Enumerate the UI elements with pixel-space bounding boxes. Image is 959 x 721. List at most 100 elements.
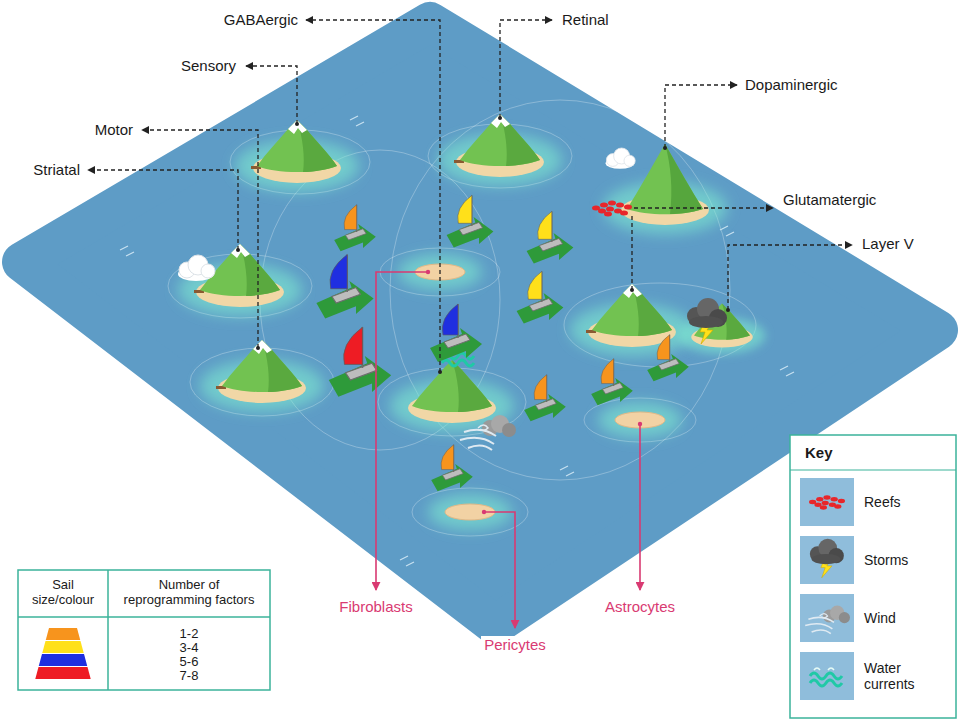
storm — [687, 298, 727, 344]
cloud — [178, 255, 215, 281]
source-leaders — [376, 272, 640, 628]
wave-marks — [406, 562, 414, 566]
wave-marks — [780, 366, 788, 370]
depth-contours — [390, 100, 730, 480]
key-box — [800, 652, 854, 700]
factor-count: 7-8 — [180, 669, 199, 684]
leader-line — [665, 85, 737, 148]
leader-line — [88, 170, 238, 250]
dopaminergic-island — [603, 144, 727, 234]
boat — [430, 304, 482, 362]
leader-dots — [438, 370, 442, 374]
sensory-island — [235, 120, 359, 192]
neuron-type-label: Glutamatergic — [783, 191, 876, 208]
leader-line — [500, 20, 552, 118]
neuron-type-label: GABAergic — [224, 11, 298, 28]
table-header: Sail size/colour — [23, 578, 103, 608]
wave-marks — [350, 116, 358, 120]
boat — [517, 271, 564, 323]
neuron-type-label: Dopaminergic — [745, 76, 838, 93]
wind-icon — [805, 606, 850, 634]
boat — [431, 445, 473, 491]
key-box — [800, 594, 854, 642]
wind — [460, 415, 516, 450]
wave-marks — [356, 122, 364, 126]
leader-line — [306, 20, 440, 372]
leader-line — [484, 512, 515, 628]
key-item: Reefs — [864, 494, 948, 510]
water-current-icon — [810, 668, 842, 686]
sail-legend-table — [18, 570, 270, 690]
key-heading: Key — [805, 444, 833, 461]
wave-marks — [126, 252, 134, 256]
factor-count: 3-4 — [180, 641, 199, 656]
leader-dots — [236, 116, 730, 374]
leader-dots — [426, 270, 642, 514]
leader-line — [142, 130, 258, 348]
key-box — [800, 478, 854, 526]
leader-line — [376, 272, 428, 590]
boat — [527, 211, 574, 263]
wave-marks — [786, 372, 794, 376]
boat — [524, 375, 566, 421]
reef — [592, 201, 632, 217]
key-box — [800, 536, 854, 584]
wave-marks — [566, 472, 574, 476]
boat — [334, 205, 376, 251]
wave-marks — [560, 466, 568, 470]
sail-legend-table — [18, 616, 270, 618]
boat — [329, 327, 391, 397]
leader-line — [634, 207, 773, 208]
wave-marks — [726, 232, 734, 236]
source-cell-label: Astrocytes — [602, 598, 678, 615]
neuron-type-label: Motor — [95, 121, 133, 138]
wave-marks — [120, 246, 128, 250]
key-item: Storms — [864, 552, 948, 568]
glutamatergic-island — [570, 284, 694, 356]
leader-line — [246, 66, 297, 124]
leader-dots — [482, 510, 486, 514]
wave-marks — [120, 116, 794, 566]
retinal-island — [438, 114, 562, 186]
leader-lines — [88, 20, 852, 372]
leader-dots — [663, 146, 667, 150]
wave-marks — [400, 556, 408, 560]
boat — [447, 195, 494, 247]
table-header: Number of reprogramming factors — [114, 578, 264, 608]
leader-line — [639, 424, 641, 590]
leader-dots — [726, 308, 730, 312]
wave-marks — [720, 226, 728, 230]
leader-line — [631, 216, 632, 290]
sail-swatch — [35, 667, 91, 679]
neuron-type-label: Layer V — [862, 235, 914, 252]
key-box — [790, 435, 956, 718]
leader-dots — [236, 248, 240, 252]
key-item: Water currents — [864, 660, 944, 692]
reef-icon — [809, 495, 845, 509]
key-item: Wind — [864, 610, 948, 626]
neuron-type-label: Sensory — [181, 57, 236, 74]
source-cell-label: Pericytes — [481, 636, 549, 653]
neuron-type-label: Striatal — [33, 161, 80, 178]
boat — [316, 255, 373, 319]
factor-count: 1-2 — [180, 627, 199, 642]
leader-dots — [638, 422, 642, 426]
sail-legend-table — [18, 570, 270, 690]
leader-dots — [498, 116, 502, 120]
sail-swatch — [35, 654, 91, 666]
key-box — [790, 435, 956, 718]
cloud — [606, 148, 636, 169]
leader-line — [728, 245, 852, 310]
source-cell-label: Fibroblasts — [336, 598, 415, 615]
neuron-type-label: Retinal — [562, 11, 609, 28]
leader-dots — [256, 346, 260, 350]
depth-contours — [168, 100, 756, 536]
leader-dots — [295, 122, 299, 126]
striatal-island — [178, 244, 302, 316]
leader-dots — [426, 270, 430, 274]
factor-count: 5-6 — [180, 655, 199, 670]
leader-dots — [630, 288, 634, 292]
motor-island — [200, 340, 324, 412]
